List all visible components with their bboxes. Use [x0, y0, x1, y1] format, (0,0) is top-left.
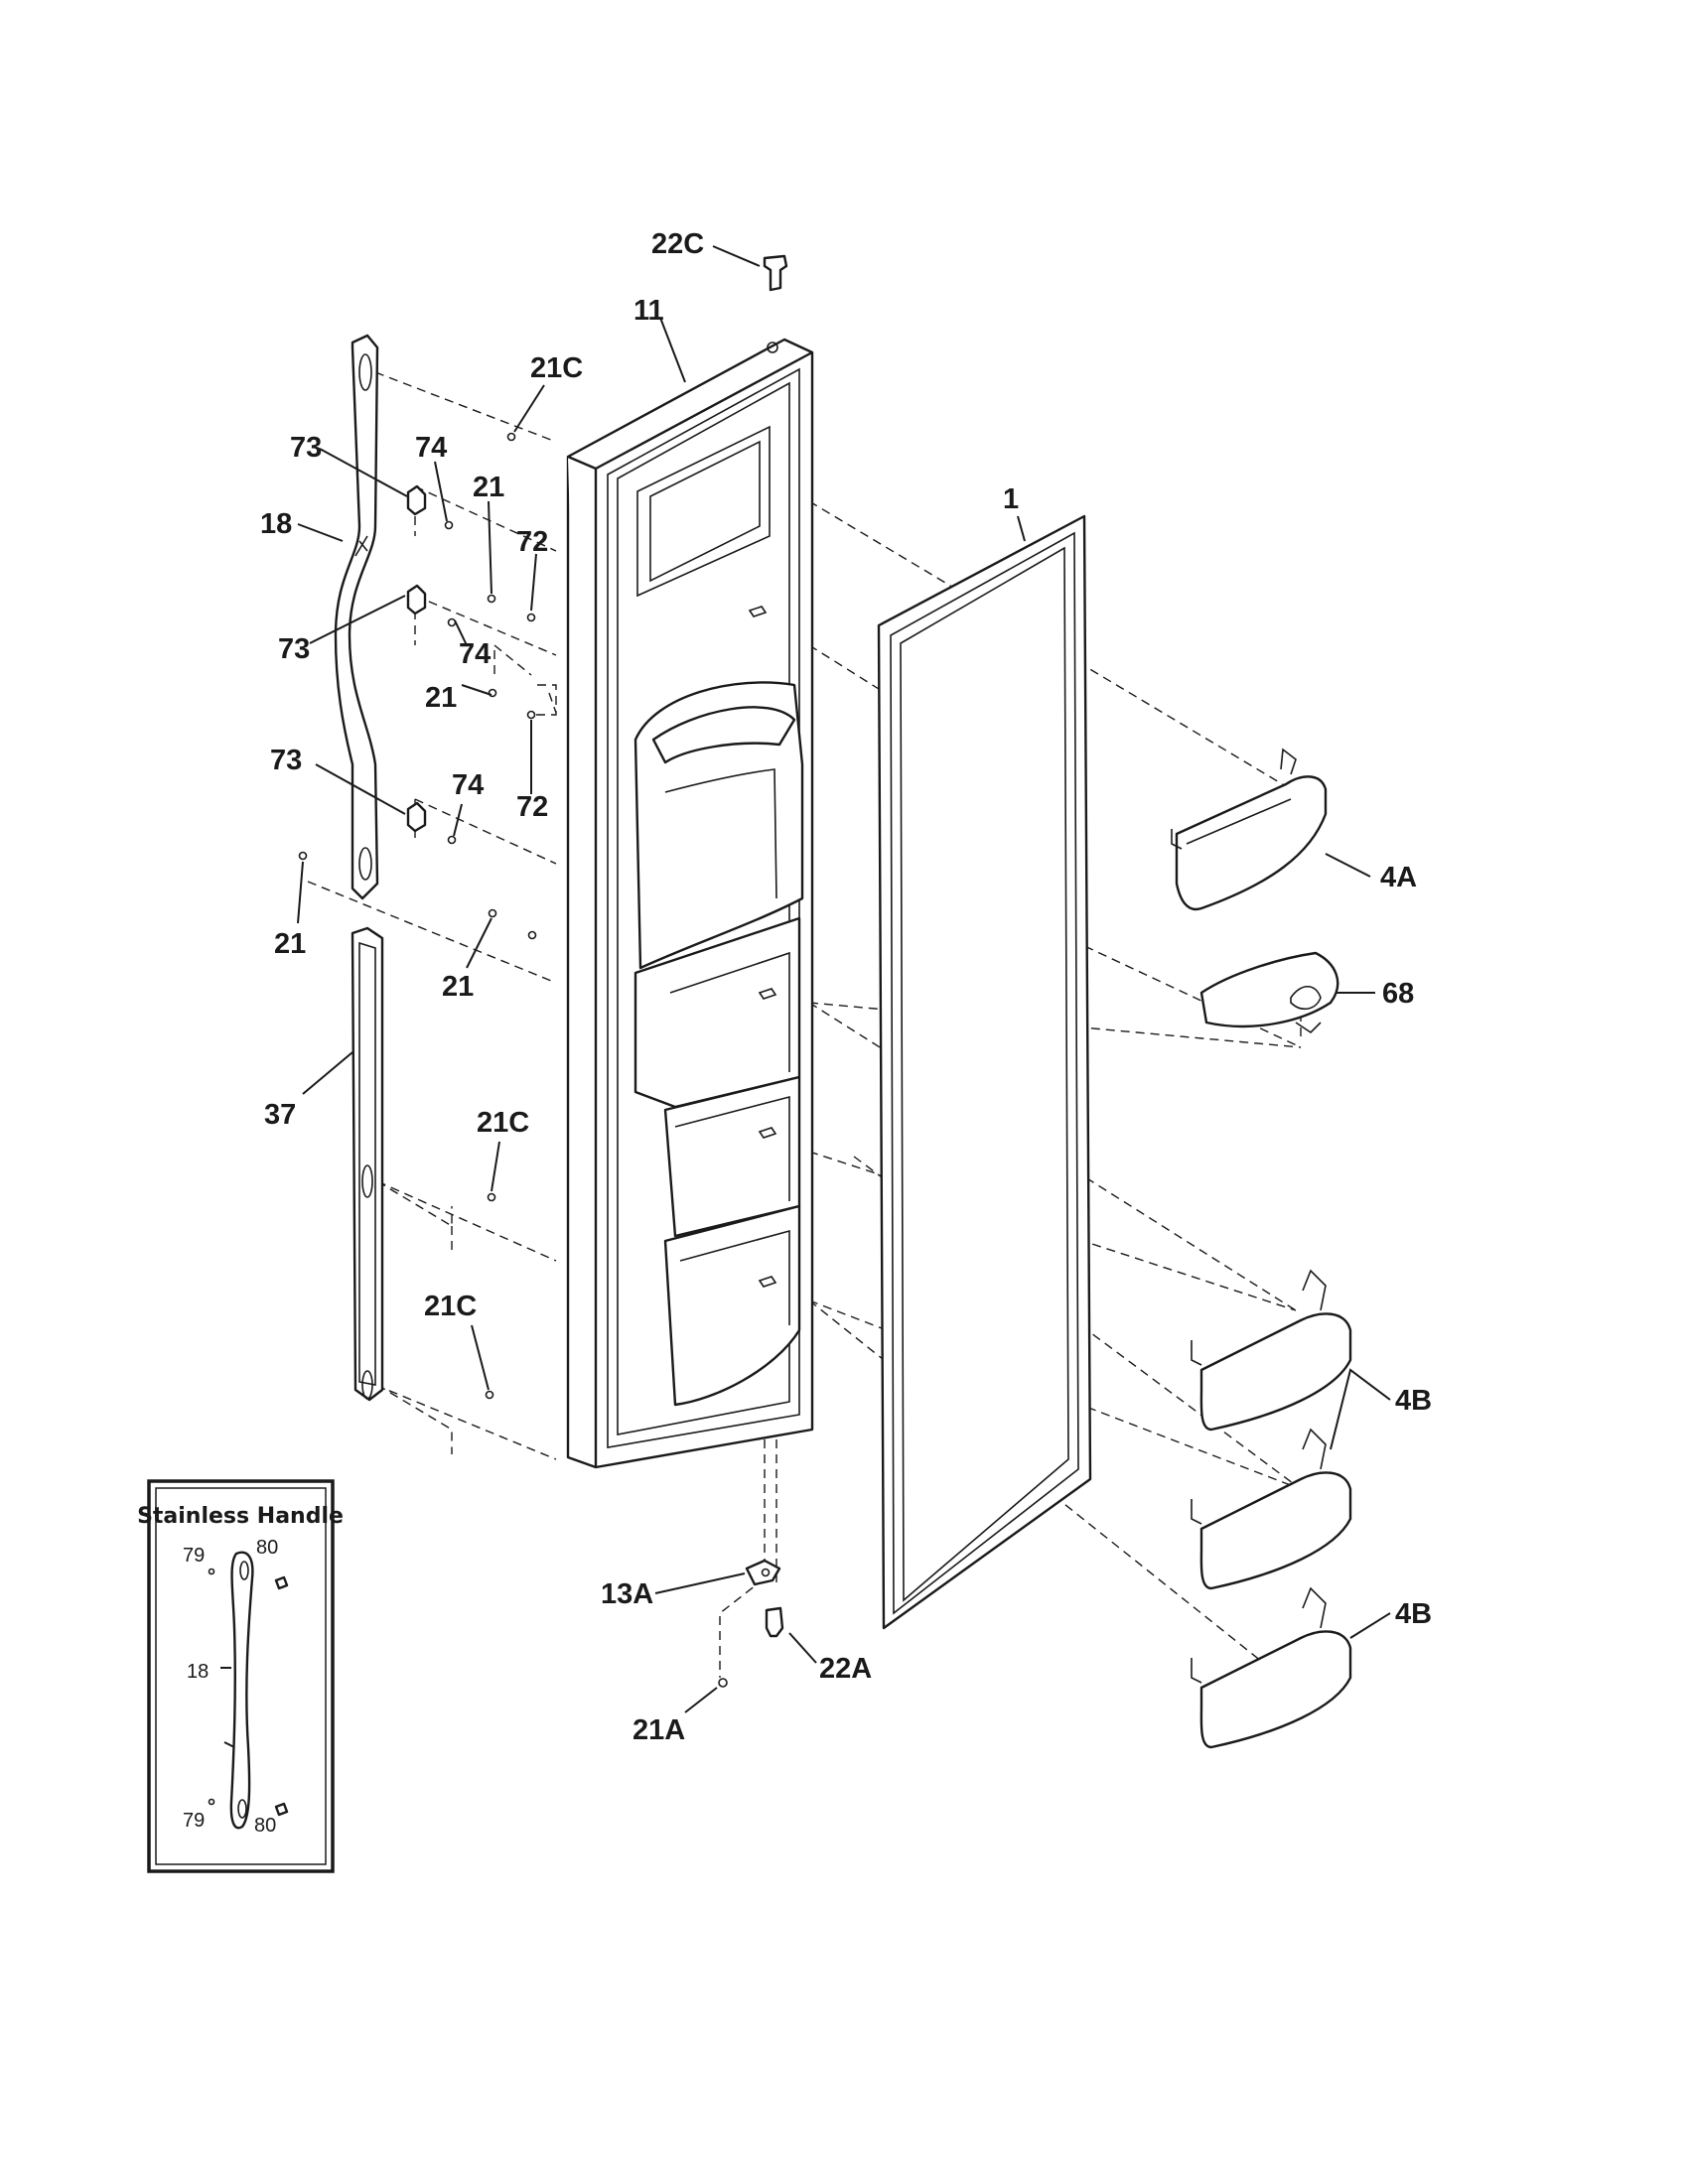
callout-73-third: 73 [270, 745, 302, 776]
door-gasket [877, 514, 1092, 1630]
callout-21A: 21A [633, 1714, 685, 1746]
callout-74-second: 74 [459, 638, 491, 670]
stainless-handle-inset: Stainless Handle 79 80 18 79 80 [137, 1479, 344, 1873]
inset-title: Stainless Handle [137, 1504, 344, 1529]
callout-labels: 22C 11 21C 73 74 21 72 18 73 74 21 73 74… [260, 228, 1432, 1746]
callout-4B-second: 4B [1395, 1598, 1432, 1630]
door-bins [1171, 748, 1352, 1749]
callout-72-first: 72 [516, 526, 548, 558]
inset-label-79-top: 79 [183, 1545, 205, 1567]
callout-68: 68 [1382, 978, 1414, 1010]
door-panel [566, 338, 814, 1469]
callout-37: 37 [264, 1099, 296, 1131]
callout-21C-top: 21C [530, 352, 583, 384]
trim-37 [351, 926, 384, 1402]
callout-1: 1 [1003, 483, 1019, 515]
callout-72-second: 72 [516, 791, 548, 823]
handle-18 [334, 334, 379, 900]
callout-22C-top: 22C [651, 228, 704, 260]
callout-21-fourth: 21 [442, 971, 474, 1003]
inset-label-18: 18 [187, 1661, 209, 1683]
callout-21-first: 21 [473, 472, 504, 503]
inset-label-80-top: 80 [256, 1537, 278, 1559]
callout-21C-lower: 21C [424, 1291, 477, 1322]
callout-74-first: 74 [415, 432, 447, 464]
callout-73-second: 73 [278, 633, 310, 665]
callout-4B-first: 4B [1395, 1385, 1432, 1417]
inset-label-79-bottom: 79 [183, 1810, 205, 1832]
callout-21-third: 21 [274, 928, 306, 960]
callout-22A: 22A [819, 1653, 872, 1685]
callout-18: 18 [260, 508, 292, 540]
callout-11: 11 [633, 295, 664, 327]
inset-label-80-bottom: 80 [254, 1815, 276, 1837]
callout-74-third: 74 [452, 769, 484, 801]
callout-4A: 4A [1380, 862, 1417, 893]
callout-21-second: 21 [425, 682, 457, 714]
hardware [298, 254, 788, 1688]
callout-73-first: 73 [290, 432, 322, 464]
callout-13A: 13A [601, 1578, 653, 1610]
leader-lines [297, 245, 1391, 1713]
callout-21C-middle: 21C [477, 1107, 529, 1139]
